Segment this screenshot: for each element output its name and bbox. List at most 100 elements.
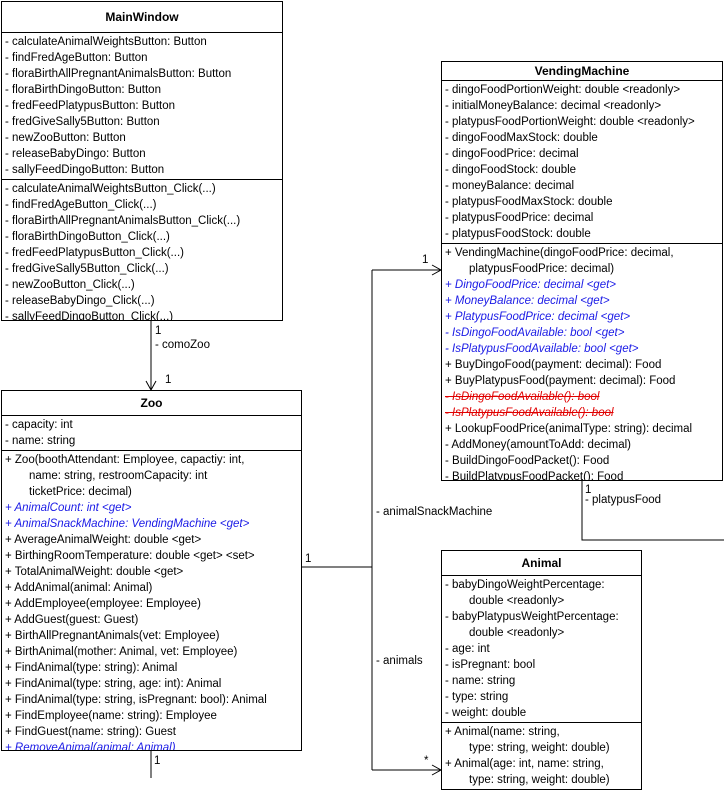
mainwindow-methods: - calculateAnimalWeightsButton_Click(...… <box>2 180 282 321</box>
member-line: - fredGiveSally5Button_Click(...) <box>5 263 169 275</box>
member-line: + LookupFoodPrice(animalType: string): d… <box>445 423 693 435</box>
member-line: - name: string <box>445 675 516 687</box>
animal-class: Animal - babyDingoWeightPercentage: doubl… <box>441 550 642 790</box>
mainwindow-class: MainWindow - calculateAnimalWeightsButto… <box>1 1 283 321</box>
member-line: + FindEmployee(name: string): Employee <box>5 710 217 722</box>
member-continuation: name: string, restroomCapacity: int <box>29 470 208 482</box>
member-line: + AnimalCount: int <get> <box>5 502 132 514</box>
member-line: - IsPlatypusFoodAvailable(): bool <box>445 407 614 419</box>
member-line: + AnimalSnackMachine: VendingMachine <ge… <box>5 518 250 530</box>
platypus-food-role-label: - platypusFood <box>585 494 662 506</box>
member-line: - floraBirthDingoButton: Button <box>5 84 161 96</box>
member-line: - IsDingoFoodAvailable(): bool <box>445 391 600 403</box>
member-line: - IsPlatypusFoodAvailable: bool <get> <box>445 343 639 355</box>
member-line: - calculateAnimalWeightsButton: Button <box>5 36 207 48</box>
member-line: - name: string <box>5 435 76 447</box>
member-line: - age: int <box>445 643 490 655</box>
member-line: + AddEmployee(employee: Employee) <box>5 598 201 610</box>
member-line: + MoneyBalance: decimal <get> <box>445 295 610 307</box>
member-continuation: double <readonly> <box>469 595 565 607</box>
vendingmachine-class: VendingMachine - dingoFoodPortionWeight:… <box>441 61 723 481</box>
member-line: + BuyPlatypusFood(payment: decimal): Foo… <box>445 375 676 387</box>
member-line: - capacity: int <box>5 419 73 431</box>
member-line: - initialMoneyBalance: decimal <readonly… <box>445 100 662 112</box>
member-line: + AddAnimal(animal: Animal) <box>5 582 153 594</box>
zoo-fields: - capacity: int - name: string <box>2 416 301 451</box>
member-line: + RemoveAnimal(animal: Animal) <box>5 742 176 751</box>
member-line: - sallyFeedDingoButton_Click(...) <box>5 311 174 321</box>
member-line: + Zoo(boothAttendant: Employee, capactiy… <box>5 454 245 466</box>
mainwindow-fields: - calculateAnimalWeightsButton: Button - … <box>2 33 282 180</box>
comozoo-multiplicity-target: 1 <box>165 374 172 386</box>
member-continuation: ticketPrice: decimal) <box>29 486 132 498</box>
member-line: - releaseBabyDingo_Click(...) <box>5 295 155 307</box>
member-line: - releaseBabyDingo: Button <box>5 148 146 160</box>
member-line: - floraBirthAllPregnantAnimalsButton: Bu… <box>5 68 232 80</box>
member-line: + Animal(age: int, name: string, <box>445 758 604 770</box>
member-line: - IsDingoFoodAvailable: bool <get> <box>445 327 625 339</box>
snack-machine-multiplicity: 1 <box>422 254 429 266</box>
member-line: - sallyFeedDingoButton: Button <box>5 164 165 176</box>
comozoo-role-label: - comoZoo <box>155 339 210 351</box>
comozoo-multiplicity-source: 1 <box>155 325 162 337</box>
member-line: - dingoFoodPrice: decimal <box>445 148 579 160</box>
member-line: - dingoFoodMaxStock: double <box>445 132 598 144</box>
zoo-methods: + Zoo(boothAttendant: Employee, capactiy… <box>2 451 301 751</box>
class-title: MainWindow <box>2 2 282 33</box>
member-line: + TotalAnimalWeight: double <get> <box>5 566 184 578</box>
class-title: VendingMachine <box>442 62 722 81</box>
animal-fields: - babyDingoWeightPercentage: double <read… <box>442 576 641 723</box>
member-line: - floraBirthDingoButton_Click(...) <box>5 231 170 243</box>
member-line: + AddGuest(guest: Guest) <box>5 614 139 626</box>
member-line: - platypusFoodMaxStock: double <box>445 196 613 208</box>
zoo-association-multiplicity: 1 <box>305 553 312 565</box>
member-line: - BuildPlatypusFoodPacket(): Food <box>445 471 624 481</box>
member-line: - type: string <box>445 691 509 703</box>
member-line: + AverageAnimalWeight: double <get> <box>5 534 202 546</box>
member-line: + BirthAnimal(mother: Animal, vet: Emplo… <box>5 646 238 658</box>
vendingmachine-methods: + VendingMachine(dingoFoodPrice: decimal… <box>442 244 722 481</box>
member-line: - platypusFoodStock: double <box>445 228 591 240</box>
zoo-bottom-multiplicity: 1 <box>154 755 161 767</box>
snack-machine-role-label: - animalSnackMachine <box>376 506 493 518</box>
animals-role-label: - animals <box>376 655 423 667</box>
member-line: + FindAnimal(type: string): Animal <box>5 662 178 674</box>
member-continuation: double <readonly> <box>469 627 565 639</box>
member-line: + VendingMachine(dingoFoodPrice: decimal… <box>445 247 674 259</box>
animal-methods: + Animal(name: string, type: string, weig… <box>442 723 641 789</box>
class-title: Animal <box>442 551 641 576</box>
vendingmachine-fields: - dingoFoodPortionWeight: double <readon… <box>442 81 722 244</box>
member-line: + Animal(name: string, <box>445 726 560 738</box>
member-line: - newZooButton_Click(...) <box>5 279 135 291</box>
member-line: + DingoFoodPrice: decimal <get> <box>445 279 617 291</box>
member-line: - dingoFoodPortionWeight: double <readon… <box>445 84 681 96</box>
member-line: + FindAnimal(type: string, isPregnant: b… <box>5 694 267 706</box>
member-line: + BirthAllPregnantAnimals(vet: Employee) <box>5 630 220 642</box>
member-line: - newZooButton: Button <box>5 132 126 144</box>
member-line: - calculateAnimalWeightsButton_Click(...… <box>5 183 216 195</box>
member-line: - fredGiveSally5Button: Button <box>5 116 160 128</box>
member-line: - findFredAgeButton: Button <box>5 52 148 64</box>
platypus-food-multiplicity: 1 <box>585 484 592 496</box>
member-line: - findFredAgeButton_Click(...) <box>5 199 157 211</box>
member-line: - babyDingoWeightPercentage: <box>445 579 605 591</box>
class-title: Zoo <box>2 391 301 416</box>
animals-multiplicity: * <box>424 755 429 767</box>
member-line: - AddMoney(amountToAdd: decimal) <box>445 439 632 451</box>
member-line: - platypusFoodPrice: decimal <box>445 212 594 224</box>
member-line: - isPregnant: bool <box>445 659 536 671</box>
member-line: - fredFeedPlatypusButton: Button <box>5 100 176 112</box>
member-continuation: type: string, weight: double) <box>469 742 610 754</box>
member-line: - BuildDingoFoodPacket(): Food <box>445 455 610 467</box>
member-line: + PlatypusFoodPrice: decimal <get> <box>445 311 631 323</box>
member-line: - babyPlatypusWeightPercentage: <box>445 611 619 623</box>
member-line: - moneyBalance: decimal <box>445 180 575 192</box>
member-line: + BuyDingoFood(payment: decimal): Food <box>445 359 662 371</box>
member-line: + FindAnimal(type: string, age: int): An… <box>5 678 222 690</box>
member-line: - platypusFoodPortionWeight: double <rea… <box>445 116 695 128</box>
platypus-food-line <box>581 480 724 541</box>
member-line: + FindGuest(name: string): Guest <box>5 726 176 738</box>
member-continuation: type: string, weight: double) <box>469 774 610 786</box>
member-line: - fredFeedPlatypusButton_Click(...) <box>5 247 184 259</box>
